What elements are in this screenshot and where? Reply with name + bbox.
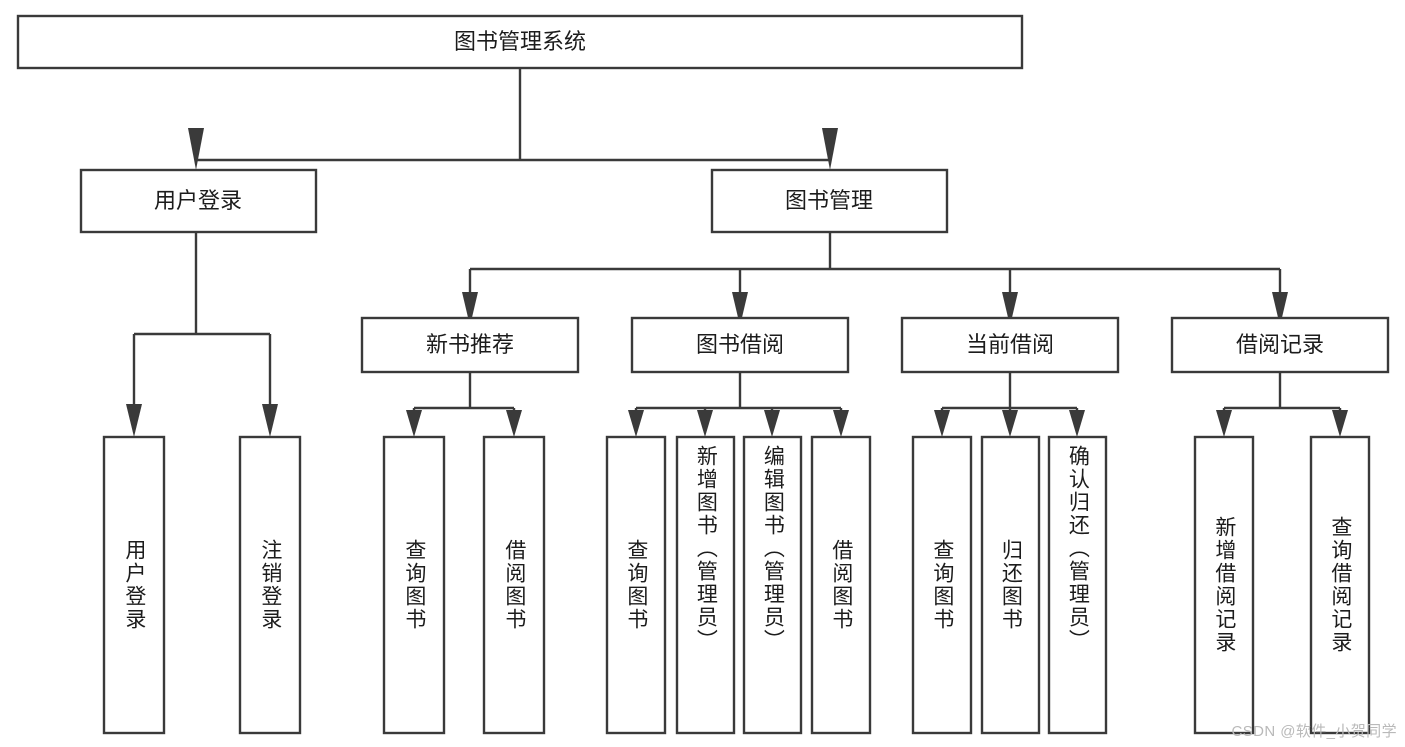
arrowhead-book-borrow-leaf4	[833, 410, 849, 437]
leaf-user-login-login-box[interactable]	[102, 435, 166, 735]
arrowhead-current-borrow-leaf2	[1002, 410, 1018, 437]
node-new-book-recommend-label: 新书推荐	[426, 332, 514, 357]
leaf-new-book-borrow-box[interactable]	[482, 435, 546, 735]
arrowhead-current-borrow-leaf1	[934, 410, 950, 437]
leaf-user-login-login[interactable]	[102, 435, 166, 735]
leaf-borrow-record-add-box[interactable]	[1193, 435, 1255, 735]
leaf-book-borrow-lend[interactable]	[810, 435, 872, 735]
node-current-borrow[interactable]: 当前借阅	[900, 316, 1120, 374]
arrowhead-level3-1	[462, 292, 478, 326]
leaf-current-borrow-query-box[interactable]	[911, 435, 973, 735]
node-root-label: 图书管理系统	[454, 29, 586, 54]
node-book-management-box[interactable]	[710, 168, 949, 234]
node-book-management[interactable]: 图书管理	[710, 168, 949, 234]
leaf-book-borrow-add-box[interactable]	[675, 435, 736, 735]
node-user-login[interactable]: 用户登录	[79, 168, 318, 234]
leaf-borrow-record-add[interactable]	[1193, 435, 1255, 735]
leaf-book-borrow-lend-box[interactable]	[810, 435, 872, 735]
node-borrow-record[interactable]: 借阅记录	[1170, 316, 1390, 374]
node-current-borrow-label: 当前借阅	[966, 332, 1054, 357]
leaf-new-book-borrow[interactable]	[482, 435, 546, 735]
leaf-book-borrow-query[interactable]	[605, 435, 667, 735]
arrowhead-book-mgmt	[822, 128, 838, 170]
arrowhead-borrow-record-leaf2	[1332, 410, 1348, 437]
leaf-current-borrow-return[interactable]	[980, 435, 1041, 735]
leaf-borrow-record-query-box[interactable]	[1309, 435, 1371, 735]
node-book-borrow-box[interactable]	[630, 316, 850, 374]
arrowhead-book-borrow-leaf2	[697, 410, 713, 437]
leaf-new-book-query[interactable]	[382, 435, 446, 735]
node-book-borrow-label: 图书借阅	[696, 332, 784, 357]
node-root[interactable]: 图书管理系统	[16, 14, 1024, 70]
node-book-management-label: 图书管理	[785, 188, 873, 213]
leaf-user-login-logout[interactable]	[238, 435, 302, 735]
arrowhead-level3-2	[732, 292, 748, 326]
node-new-book-recommend[interactable]: 新书推荐	[360, 316, 580, 374]
arrowhead-user-login	[188, 128, 204, 170]
arrowhead-book-borrow-leaf1	[628, 410, 644, 437]
arrowhead-level3-4	[1272, 292, 1288, 326]
leaf-book-borrow-add[interactable]	[675, 435, 736, 735]
leaf-new-book-query-box[interactable]	[382, 435, 446, 735]
arrowhead-borrow-record-leaf1	[1216, 410, 1232, 437]
leaf-book-borrow-edit[interactable]	[742, 435, 803, 735]
node-root-box[interactable]	[16, 14, 1024, 70]
leaf-borrow-record-query[interactable]	[1309, 435, 1371, 735]
arrowhead-level3-3	[1002, 292, 1018, 326]
arrowhead-user-login-leaf1	[126, 404, 142, 437]
arrowheads-group	[126, 128, 1348, 437]
node-borrow-record-box[interactable]	[1170, 316, 1390, 374]
node-book-borrow[interactable]: 图书借阅	[630, 316, 850, 374]
arrowhead-new-book-leaf1	[406, 410, 422, 437]
node-user-login-label: 用户登录	[154, 188, 242, 213]
leaf-current-borrow-confirm-box[interactable]	[1047, 435, 1108, 735]
arrowhead-current-borrow-leaf3	[1069, 410, 1085, 437]
leaf-current-borrow-confirm[interactable]	[1047, 435, 1108, 735]
watermark-text: CSDN @软件_小贺同学	[1231, 723, 1397, 740]
node-borrow-record-label: 借阅记录	[1236, 332, 1324, 357]
leaf-book-borrow-query-box[interactable]	[605, 435, 667, 735]
leaf-current-borrow-return-box[interactable]	[980, 435, 1041, 735]
leaf-user-login-logout-box[interactable]	[238, 435, 302, 735]
node-user-login-box[interactable]	[79, 168, 318, 234]
connectors-group	[132, 68, 1342, 419]
node-current-borrow-box[interactable]	[900, 316, 1120, 374]
leaf-book-borrow-edit-box[interactable]	[742, 435, 803, 735]
leaf-current-borrow-query[interactable]	[911, 435, 973, 735]
arrowhead-book-borrow-leaf3	[764, 410, 780, 437]
node-new-book-recommend-box[interactable]	[360, 316, 580, 374]
arrowhead-user-login-leaf2	[262, 404, 278, 437]
arrowhead-new-book-leaf2	[506, 410, 522, 437]
